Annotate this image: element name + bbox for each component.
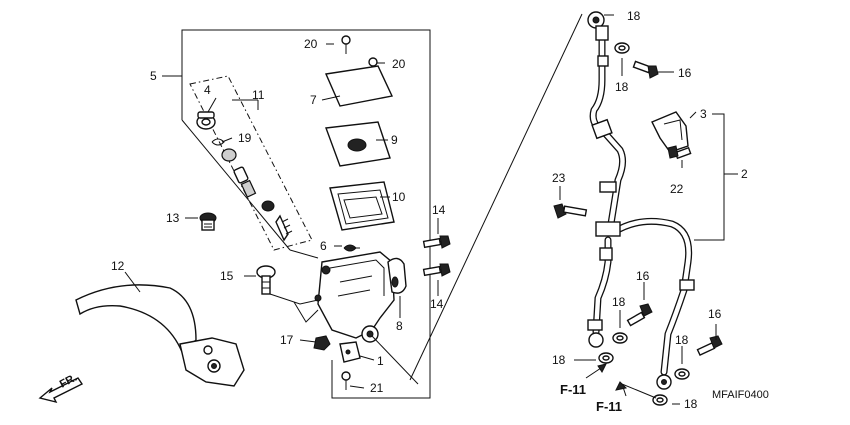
left-brake-hose xyxy=(592,236,612,336)
bolt-14-upper xyxy=(422,235,451,249)
callout-18-top: 18 xyxy=(627,9,641,23)
callout-2: 2 xyxy=(741,167,748,181)
callout-5: 5 xyxy=(150,69,157,83)
callout-16-top: 16 xyxy=(678,66,692,80)
brake-light-switch xyxy=(339,341,361,363)
callout-16-mid: 16 xyxy=(636,269,650,283)
callout-15: 15 xyxy=(220,269,234,283)
ref-arrow-1 xyxy=(585,363,607,379)
ref-arrow-2 xyxy=(615,381,657,399)
callout-18-upper: 18 xyxy=(615,80,629,94)
right-brake-hose xyxy=(610,217,693,376)
callout-18-bottom: 18 xyxy=(684,397,698,411)
callout-3: 3 xyxy=(700,107,707,121)
callout-14-upper: 14 xyxy=(432,203,446,217)
reference-label-2: F-11 xyxy=(596,399,622,414)
callout-20-a: 20 xyxy=(304,37,318,51)
hose-fittings xyxy=(587,11,695,390)
bolt-16-top xyxy=(632,60,659,79)
bolt-6 xyxy=(343,244,360,252)
callout-13: 13 xyxy=(166,211,180,225)
reservoir-cap xyxy=(324,65,394,107)
callout-4: 4 xyxy=(204,83,211,97)
circlip xyxy=(211,138,225,146)
hose-clamp xyxy=(651,111,689,153)
callout-22: 22 xyxy=(670,182,684,196)
callout-20-b: 20 xyxy=(392,57,406,71)
callout-7: 7 xyxy=(310,93,317,107)
callout-21: 21 xyxy=(370,381,384,395)
bolt-16-right xyxy=(696,335,723,357)
callout-8: 8 xyxy=(396,319,403,333)
callout-9: 9 xyxy=(391,133,398,147)
diaphragm xyxy=(329,181,395,231)
piston-parts xyxy=(221,148,293,242)
callout-6: 6 xyxy=(320,239,327,253)
connector-line-bottom xyxy=(371,335,419,385)
callout-19: 19 xyxy=(238,131,252,145)
screw-20-a xyxy=(341,35,351,54)
hose-assembly-bracket xyxy=(559,111,738,241)
callout-18-right: 18 xyxy=(675,333,689,347)
screw-21 xyxy=(341,371,351,390)
callout-10: 10 xyxy=(392,190,406,204)
callout-16-right: 16 xyxy=(708,307,722,321)
leader-lines xyxy=(124,43,401,389)
front-direction-arrow xyxy=(38,377,84,404)
callout-18-left: 18 xyxy=(552,353,566,367)
callout-11: 11 xyxy=(252,88,265,102)
bolt-16-mid xyxy=(626,303,653,327)
callout-1: 1 xyxy=(377,354,384,368)
callout-14-lower: 14 xyxy=(430,297,444,311)
dust-boot xyxy=(196,111,216,130)
pivot-bolt-15 xyxy=(256,265,276,295)
bolt-22 xyxy=(667,145,692,160)
callout-12: 12 xyxy=(111,259,125,273)
bolt-14-lower xyxy=(422,263,451,277)
bolt-23 xyxy=(553,203,588,219)
sealing-washers xyxy=(598,42,690,406)
callout-17: 17 xyxy=(280,333,294,347)
callout-23: 23 xyxy=(552,171,566,185)
connector-line-top xyxy=(409,13,583,381)
reference-label-1: F-11 xyxy=(560,382,586,397)
callout-18-mid: 18 xyxy=(612,295,626,309)
brake-lever xyxy=(75,284,245,387)
nut-17 xyxy=(313,335,331,351)
catalog-code: MFAIF0400 xyxy=(712,389,769,401)
reservoir-cap-13 xyxy=(199,212,217,231)
assembly-group-outline xyxy=(162,29,431,399)
leader-lines-right xyxy=(574,14,717,405)
master-cylinder-body xyxy=(314,251,395,343)
